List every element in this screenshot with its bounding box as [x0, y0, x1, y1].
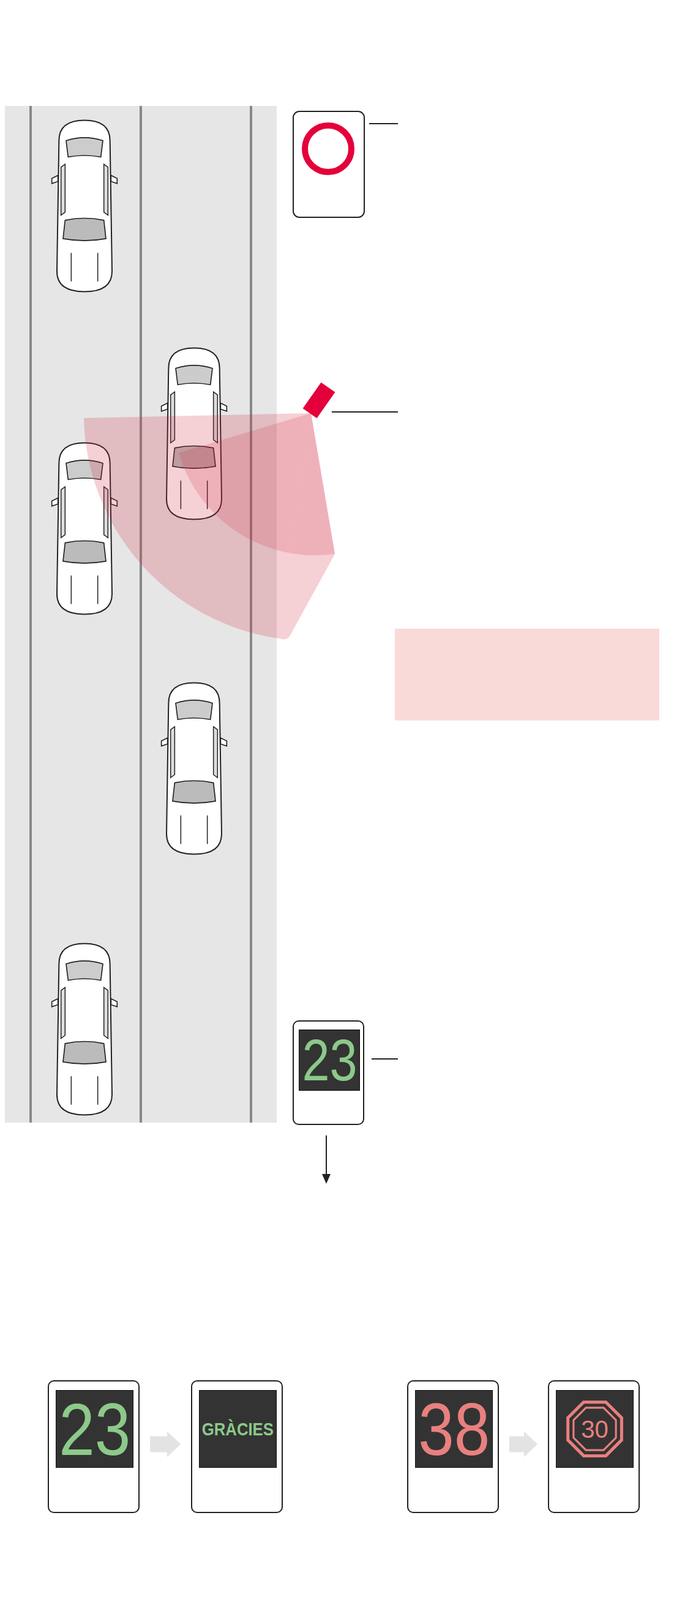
transition-arrow [149, 1431, 181, 1458]
led-display: GRÀCIES [198, 1390, 277, 1469]
restriction-circle [304, 125, 352, 173]
display-text: 30 [580, 1417, 609, 1442]
leader-line [369, 123, 398, 125]
speed-limit-sign [293, 111, 365, 218]
radar-cone [178, 413, 335, 556]
transition-arrow [509, 1431, 538, 1458]
lane-line [29, 105, 32, 1123]
down-arrow [325, 1135, 327, 1176]
display-text: 23 [301, 1030, 357, 1090]
led-display: 23 [55, 1390, 134, 1469]
led-display: 30 [555, 1390, 634, 1469]
display-text: 38 [418, 1392, 490, 1467]
display-sign: 23 [292, 1020, 365, 1126]
display-text: GRÀCIES [202, 1420, 274, 1439]
display-sign: 38 [407, 1380, 499, 1514]
car [52, 120, 118, 293]
car [161, 683, 228, 855]
note-panel [394, 628, 660, 721]
leader-line [331, 411, 398, 413]
leader-line [371, 1058, 398, 1060]
lane-line [139, 105, 143, 1123]
led-display: 38 [415, 1390, 493, 1469]
car [52, 943, 118, 1116]
display-sign: 23 [47, 1380, 140, 1514]
display-sign: 30 [547, 1380, 640, 1514]
display-text: 23 [58, 1392, 131, 1467]
led-display: 23 [298, 1029, 360, 1091]
radar-sensor [303, 382, 336, 419]
display-sign: GRÀCIES [191, 1380, 283, 1514]
arrow-head [322, 1174, 331, 1184]
